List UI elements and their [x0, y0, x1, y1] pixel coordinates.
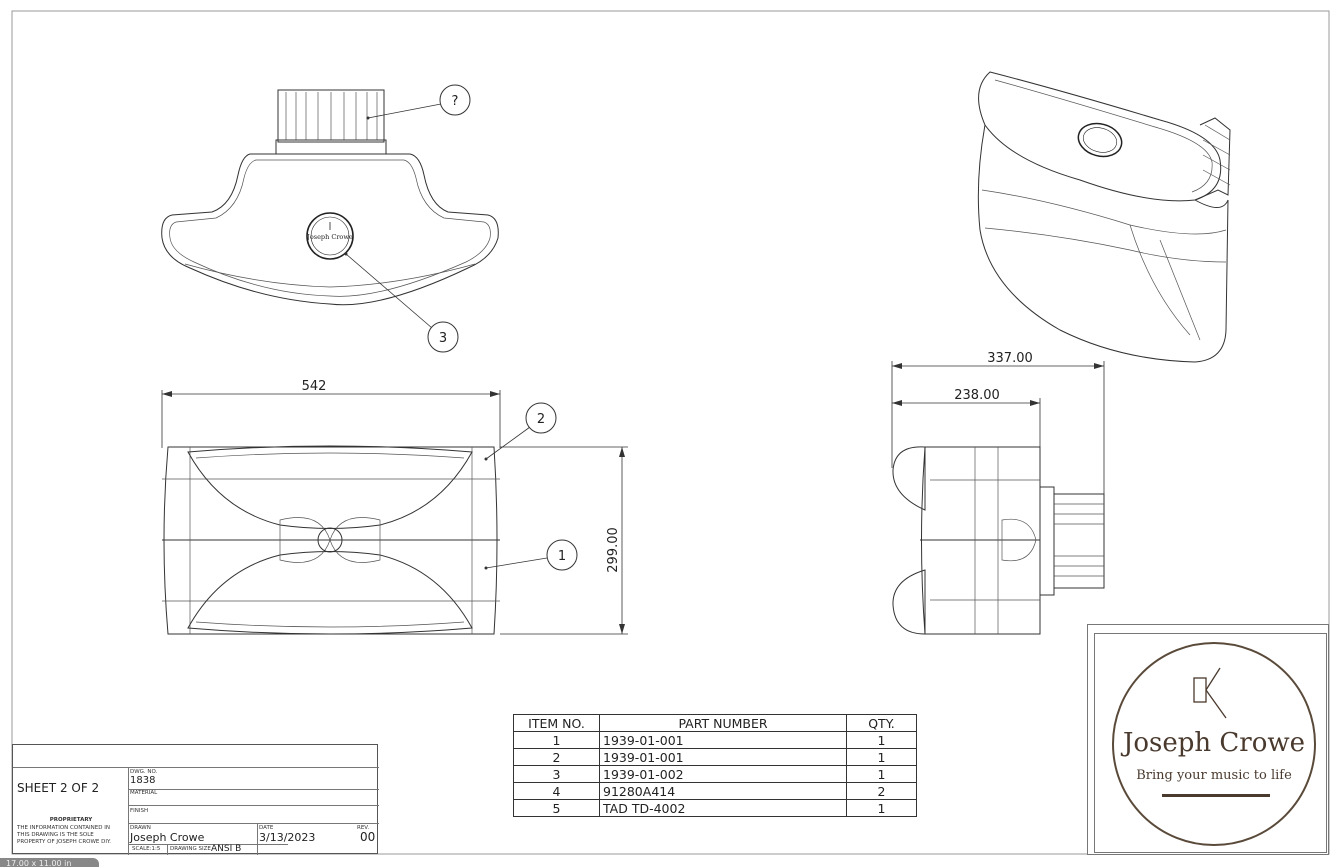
isometric-view	[977, 71, 1231, 363]
bom-part: TAD TD-4002	[599, 799, 847, 817]
bom-item: 1	[513, 731, 600, 749]
table-row: 2 1939-01-001 1	[513, 748, 917, 766]
bill-of-materials-table: ITEM NO. PART NUMBER QTY. 1 1939-01-001 …	[513, 714, 917, 817]
bom-header-item: ITEM NO.	[513, 714, 600, 732]
logo-frame: Joseph Crowe Bring your music to life	[1094, 633, 1327, 853]
proprietary-line-3: PROPERTY OF JOSEPH CROWE DIY.	[17, 839, 112, 845]
dim-height: 299.00	[500, 446, 628, 635]
proprietary-line-1: THE INFORMATION CONTAINED IN	[17, 825, 110, 831]
bom-qty: 1	[846, 748, 917, 766]
bom-header-row: ITEM NO. PART NUMBER QTY.	[513, 714, 917, 732]
balloon-cap-label: ?	[452, 94, 459, 109]
proprietary-line-2: THIS DRAWING IS THE SOLE	[17, 832, 94, 838]
side-view	[892, 446, 1105, 635]
dim-width-label: 542	[302, 379, 327, 394]
table-row: 3 1939-01-002 1	[513, 765, 917, 783]
bom-item: 3	[513, 765, 600, 783]
dim-side-inner: 238.00	[892, 388, 1041, 447]
proprietary-title: PROPRIETARY	[49, 817, 93, 823]
bom-header-qty: QTY.	[846, 714, 917, 732]
material-label: MATERIAL	[130, 790, 158, 796]
bom-qty: 1	[846, 765, 917, 783]
sheet-size-chip: 17.00 x 11.00 in	[0, 858, 99, 867]
rev-value: 00	[360, 830, 376, 844]
brand-logo: Joseph Crowe Bring your music to life	[1112, 642, 1316, 846]
dim-side-outer-label: 337.00	[987, 351, 1033, 366]
stamp-logo-text: Joseph Crowe	[306, 233, 353, 241]
drawing-size-label: DRAWING SIZE	[170, 846, 211, 852]
scale-label: SCALE:1:5	[132, 846, 161, 852]
finish-label: FINISH	[130, 808, 149, 814]
logo-block: Joseph Crowe Bring your music to life	[1087, 624, 1329, 855]
bom-part: 91280A414	[599, 782, 847, 800]
table-row: 1 1939-01-001 1	[513, 731, 917, 749]
balloon-logo: 3	[344, 252, 459, 353]
drawn-by-value: Joseph Crowe	[130, 831, 205, 844]
balloon-top-label: 2	[537, 412, 545, 427]
bom-item: 4	[513, 782, 600, 800]
balloon-body-label: 1	[558, 549, 566, 564]
bom-item: 5	[513, 799, 600, 817]
date-value: 3/13/2023	[259, 831, 316, 844]
dim-side-inner-label: 238.00	[954, 388, 1000, 403]
dim-width: 542	[161, 379, 501, 448]
balloon-logo-label: 3	[439, 331, 447, 346]
bom-header-part: PART NUMBER	[599, 714, 847, 732]
front-view	[162, 445, 500, 635]
music-note-icon	[1193, 667, 1227, 719]
sheet-number: SHEET 2 OF 2	[17, 781, 100, 795]
dim-side-outer: 337.00	[891, 351, 1105, 494]
brand-name: Joseph Crowe	[1122, 728, 1306, 758]
table-row: 5 TAD TD-4002 1	[513, 799, 917, 817]
dim-height-label: 299.00	[606, 527, 621, 573]
top-view: Joseph Crowe	[161, 89, 499, 306]
bom-part: 1939-01-001	[599, 731, 847, 749]
drawn-label: DRAWN	[130, 825, 151, 831]
bom-item: 2	[513, 748, 600, 766]
dwg-no-label: DWG. NO.	[130, 769, 158, 775]
sheet-border	[11, 10, 1330, 855]
drawing-size-value: ANSI B	[211, 844, 242, 854]
balloon-top: 2	[484, 402, 557, 461]
bom-qty: 2	[846, 782, 917, 800]
bom-qty: 1	[846, 731, 917, 749]
bom-qty: 1	[846, 799, 917, 817]
bom-part: 1939-01-002	[599, 765, 847, 783]
iso-stamp-icon	[1077, 122, 1123, 158]
balloon-body: 1	[484, 539, 578, 571]
balloon-cap: ?	[366, 84, 471, 120]
title-block: SHEET 2 OF 2 DWG. NO. 1838 MATERIAL FINI…	[12, 744, 379, 855]
brand-tagline: Bring your music to life	[1136, 768, 1292, 783]
dwg-no-value: 1838	[130, 775, 156, 786]
stamp-logo-icon	[306, 212, 354, 260]
table-row: 4 91280A414 2	[513, 782, 917, 800]
brand-underline	[1162, 794, 1270, 797]
date-label: DATE	[259, 825, 274, 831]
bom-part: 1939-01-001	[599, 748, 847, 766]
rev-label: REV.	[357, 825, 370, 831]
